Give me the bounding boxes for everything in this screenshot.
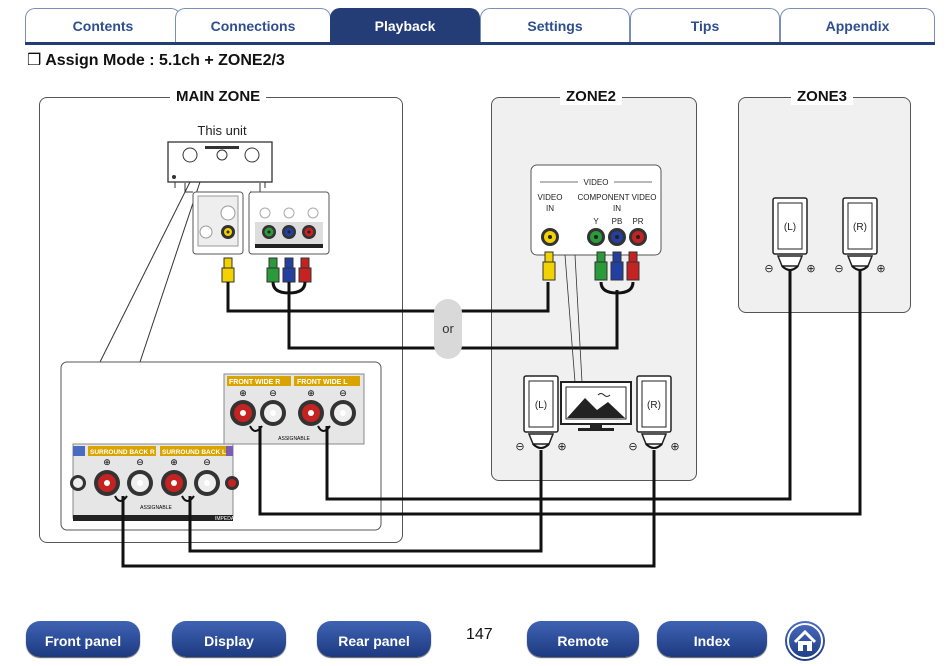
speaker-zone3-left: (L) ⊖ ⊕ [764,197,816,275]
speaker-zone2-right: (R) ⊖ ⊕ [628,375,680,453]
svg-text:⊖: ⊖ [834,263,843,275]
svg-text:(R): (R) [647,400,661,411]
svg-text:⊕: ⊕ [307,388,315,398]
component-pr-label: PR [632,217,643,226]
svg-text:⊖: ⊖ [339,388,347,398]
home-icon [787,623,823,659]
svg-text:SURROUND BACK L: SURROUND BACK L [162,449,226,456]
svg-text:⊖: ⊖ [628,441,637,453]
svg-text:⊖: ⊖ [203,457,211,467]
index-button[interactable]: Index [657,621,767,657]
this-unit-label: This unit [197,123,247,138]
svg-text:ASSIGNABLE: ASSIGNABLE [278,436,310,442]
plug-yellow-main [221,257,235,283]
rear-panel-button[interactable]: Rear panel [317,621,431,657]
receiver-icon [167,141,273,188]
plug-blue-main [282,257,296,283]
home-button[interactable] [785,621,825,661]
svg-text:⊖: ⊖ [764,263,773,275]
svg-text:⊕: ⊕ [670,441,679,453]
tab-appendix[interactable]: Appendix [780,8,935,42]
svg-text:⊖: ⊖ [136,457,144,467]
remote-button[interactable]: Remote [527,621,639,657]
front-wide-terminals: FRONT WIDE R FRONT WIDE L ⊕ ⊖ ⊕ ⊖ ASSIGN… [223,373,365,445]
main-zone-title: MAIN ZONE [170,88,267,105]
svg-text:⊕: ⊕ [239,388,247,398]
svg-text:IMPEDANCE : 6 ~: IMPEDANCE : 6 ~ [215,516,256,522]
tab-bar: Contents Connections Playback Settings T… [25,8,935,44]
speaker-zone2-left: (L) ⊖ ⊕ [515,375,567,453]
plug-green-main [266,257,280,283]
svg-text:COMPONENT VIDEO: COMPONENT VIDEO [578,193,657,202]
svg-text:FRONT WIDE L: FRONT WIDE L [297,379,348,386]
svg-text:⊕: ⊕ [170,457,178,467]
tab-contents[interactable]: Contents [25,8,181,42]
zone2-video-panel: VIDEO VIDEO IN COMPONENT VIDEO IN Y PB P… [530,164,662,256]
zone3-frame: ZONE3 [738,88,911,313]
svg-text:⊕: ⊕ [557,441,566,453]
surround-back-terminals: SURROUND BACK R SURROUND BACK L ⊕ ⊖ ⊕ ⊖ … [70,443,256,522]
svg-text:IN: IN [613,204,621,213]
svg-text:⊕: ⊕ [806,263,815,275]
front-panel-button[interactable]: Front panel [26,621,140,657]
display-button[interactable]: Display [172,621,286,657]
svg-text:⊖: ⊖ [269,388,277,398]
zone-out-panel-left [192,191,244,255]
component-pb-label: PB [612,217,623,226]
zone3-title: ZONE3 [791,88,854,105]
svg-text:(L): (L) [535,400,547,411]
svg-text:SURROUND BACK R: SURROUND BACK R [90,449,155,456]
svg-text:(R): (R) [853,222,867,233]
tab-connections[interactable]: Connections [175,8,331,42]
tab-underline [25,42,935,45]
zone-out-panel-right [248,191,330,255]
zone2-title: ZONE2 [560,88,623,105]
svg-text:(L): (L) [784,222,796,233]
svg-text:VIDEO: VIDEO [538,193,563,202]
tab-settings[interactable]: Settings [480,8,630,42]
svg-text:⊕: ⊕ [876,263,885,275]
tab-playback[interactable]: Playback [330,8,480,42]
or-label: or [442,321,454,336]
svg-text:ASSIGNABLE: ASSIGNABLE [140,505,172,511]
svg-text:⊖: ⊖ [515,441,524,453]
svg-text:FRONT WIDE R: FRONT WIDE R [229,379,280,386]
page-number: 147 [466,626,493,643]
component-y-label: Y [593,217,599,226]
tv-icon [560,381,632,431]
plug-red-main [298,257,312,283]
speaker-zone3-right: (R) ⊖ ⊕ [834,197,886,275]
section-heading: ❒ Assign Mode : 5.1ch + ZONE2/3 [27,52,285,69]
tab-tips[interactable]: Tips [630,8,780,42]
svg-text:⊕: ⊕ [103,457,111,467]
video-panel-title: VIDEO [584,178,609,187]
svg-text:IN: IN [546,204,554,213]
